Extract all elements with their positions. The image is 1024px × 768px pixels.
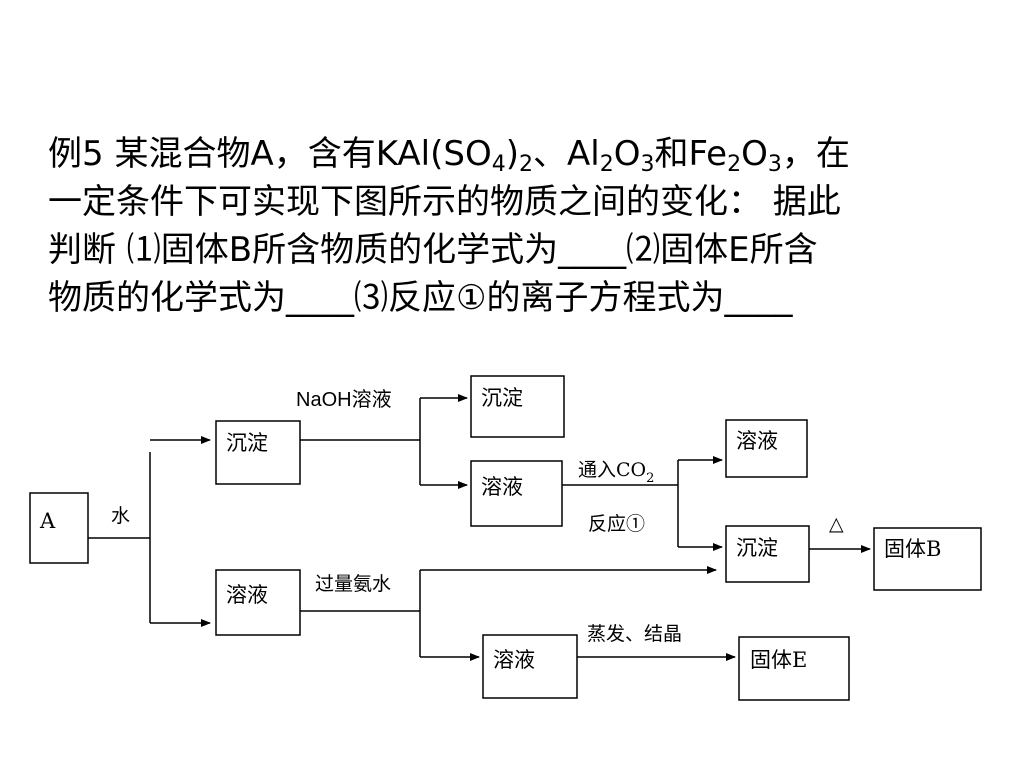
svg-text:沉淀: 沉淀 [481, 386, 523, 410]
svg-text:A: A [39, 509, 56, 533]
svg-text:溶液: 溶液 [736, 429, 778, 453]
svg-text:沉淀: 沉淀 [226, 431, 268, 455]
box-precipitate-3: 沉淀 [725, 525, 810, 583]
label-evaporate-crystallize: 蒸发、结晶 [587, 623, 682, 645]
label-co2: 通入CO2 [578, 459, 654, 486]
question-line-2: 一定条件下可实现下图所示的物质之间的变化： 据此 [48, 182, 841, 222]
box-solution-4: 溶液 [482, 634, 578, 699]
box-solution-2: 溶液 [470, 460, 563, 527]
box-precipitate-1: 沉淀 [215, 420, 301, 485]
label-water: 水 [111, 505, 130, 527]
connector-lines [88, 394, 871, 661]
question-line-1: 例5 某混合物A，含有KAl(SO4)2、Al2O3和Fe2O3，在 [48, 134, 850, 177]
box-a: A [29, 492, 89, 564]
label-heat: △ [829, 513, 844, 535]
label-reaction-1: 反应① [588, 513, 645, 535]
svg-text:固体E: 固体E [750, 648, 807, 672]
question-line-4: 物质的化学式为____⑶反应①的离子方程式为____ [48, 278, 793, 318]
question-line-3: 判断 ⑴固体B所含物质的化学式为____⑵固体E所含 [48, 230, 818, 270]
box-solution-1: 溶液 [215, 569, 301, 636]
question-text: 例5 某混合物A，含有KAl(SO4)2、Al2O3和Fe2O3，在 一定条件下… [48, 130, 998, 322]
label-excess-ammonia: 过量氨水 [315, 573, 391, 595]
box-precipitate-2: 沉淀 [470, 375, 565, 438]
label-naoh: NaOH溶液 [296, 388, 392, 411]
svg-text:沉淀: 沉淀 [736, 536, 778, 560]
svg-text:溶液: 溶液 [226, 583, 268, 607]
box-solid-e: 固体E [738, 636, 850, 701]
box-solution-3: 溶液 [725, 419, 808, 478]
box-solid-b: 固体B [873, 527, 982, 591]
svg-text:溶液: 溶液 [481, 475, 523, 499]
svg-text:固体B: 固体B [884, 537, 941, 561]
svg-text:溶液: 溶液 [493, 648, 535, 672]
